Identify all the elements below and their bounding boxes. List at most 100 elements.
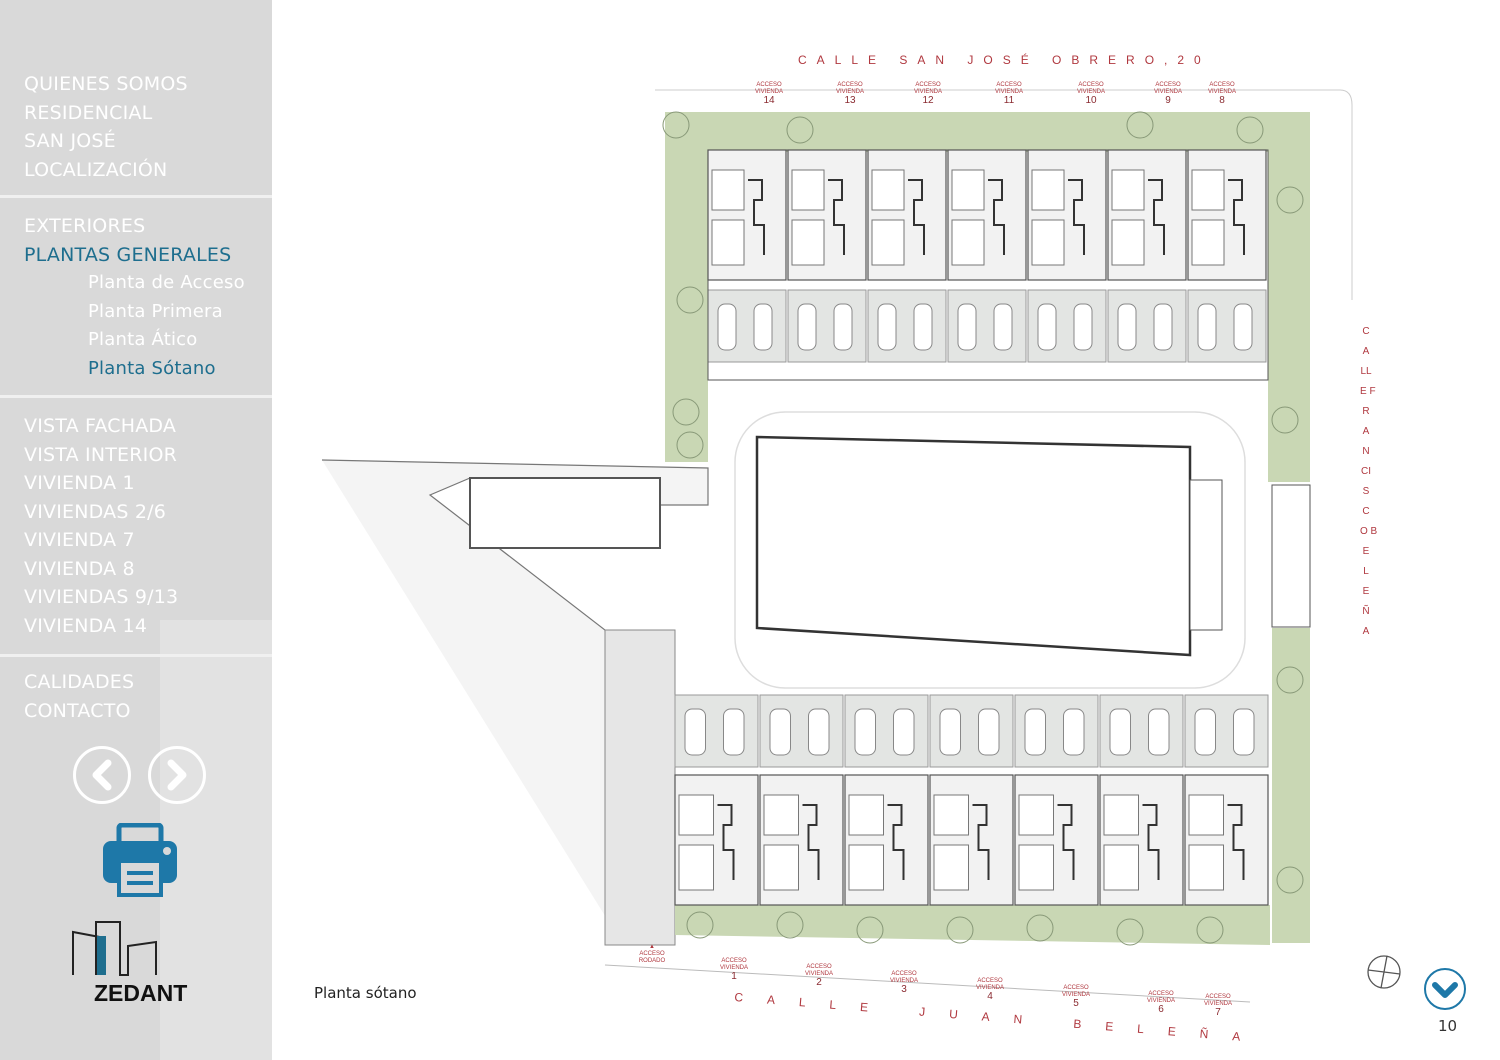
- street-top-label: CALLE SAN JOSÉ OBRERO,20: [798, 53, 1211, 67]
- top-unit-stair: [828, 179, 845, 255]
- page-number: 10: [1438, 1017, 1458, 1035]
- bottom-unit-stair: [717, 804, 735, 880]
- divider: [0, 395, 272, 398]
- bottom-unit-room: [678, 794, 714, 836]
- tree: [686, 911, 714, 939]
- garden-right-bottom: [1272, 628, 1310, 943]
- top-unit-room: [871, 219, 905, 266]
- menu-vivienda-7[interactable]: VIVIENDA 7: [24, 529, 135, 551]
- menu-viviendas-2-6[interactable]: VIVIENDAS 2/6: [24, 500, 166, 523]
- tree: [786, 116, 814, 144]
- zedant-logo: [72, 921, 157, 976]
- ramp-structure: [469, 477, 661, 549]
- menu-group-info: CALIDADES CONTACTO: [24, 668, 272, 725]
- tree: [1271, 406, 1299, 434]
- tree: [1116, 918, 1144, 946]
- bottom-unit-stair: [1227, 804, 1245, 880]
- chevron-left-icon: [92, 759, 112, 791]
- submenu-planta-acceso[interactable]: Planta de Acceso: [88, 272, 245, 293]
- menu-exteriores[interactable]: EXTERIORES: [24, 215, 146, 237]
- next-page-button[interactable]: [148, 746, 206, 804]
- garden-top: [665, 112, 1270, 152]
- top-unit-room: [1191, 219, 1225, 266]
- top-unit-car: [1037, 303, 1057, 351]
- bottom-unit-car: [808, 708, 830, 756]
- lot-boundary: [655, 89, 1353, 300]
- street-right-label: CALLE FRANCISCO BELEÑA: [1360, 326, 1378, 637]
- top-unit-stair: [748, 179, 765, 255]
- tree: [1236, 116, 1264, 144]
- menu-localizacion[interactable]: LOCALIZACIÓN: [24, 158, 168, 181]
- central-block: [755, 435, 1192, 657]
- bottom-unit-car: [893, 708, 915, 756]
- top-unit-car: [753, 303, 773, 351]
- submenu-planta-sotano[interactable]: Planta Sótano: [88, 357, 216, 379]
- menu-plantas-generales[interactable]: PLANTAS GENERALES: [24, 243, 232, 266]
- menu-calidades[interactable]: CALIDADES: [24, 671, 135, 693]
- bottom-unit-car: [769, 708, 791, 756]
- top-unit-room: [1111, 169, 1145, 211]
- ramp-lane: [604, 629, 676, 946]
- top-unit-car: [957, 303, 977, 351]
- bottom-unit-car: [854, 708, 876, 756]
- bottom-unit-car: [1194, 708, 1216, 756]
- scroll-down-button[interactable]: [1422, 966, 1468, 1012]
- submenu-planta-atico[interactable]: Planta Ático: [88, 329, 198, 350]
- plan-caption: Planta sótano: [314, 984, 417, 1002]
- bottom-unit-car: [1148, 708, 1170, 756]
- submenu-planta-primera[interactable]: Planta Primera: [88, 300, 223, 322]
- tree: [776, 911, 804, 939]
- bottom-unit-car: [978, 708, 1000, 756]
- top-unit-room: [791, 219, 825, 266]
- top-unit-stair: [1228, 179, 1245, 255]
- central-block-stairs: [1189, 479, 1223, 631]
- prev-page-button[interactable]: [73, 746, 131, 804]
- bottom-unit-room: [1018, 844, 1054, 891]
- tree: [856, 916, 884, 944]
- bottom-unit-room: [763, 794, 799, 836]
- access-rodado-label: ▲ACCESO RODADO: [638, 944, 666, 964]
- top-unit-car: [717, 303, 737, 351]
- top-unit-room: [951, 169, 985, 211]
- bottom-unit-room: [678, 844, 714, 891]
- menu-quienes-somos[interactable]: QUIENES SOMOS: [24, 73, 188, 95]
- tree: [672, 398, 700, 426]
- top-unit-car: [1197, 303, 1217, 351]
- logo-text: ZEDANT: [94, 980, 188, 1006]
- top-unit-room: [711, 169, 745, 211]
- top-unit-car: [797, 303, 817, 351]
- menu-residencial[interactable]: RESIDENCIAL: [24, 101, 153, 124]
- north-compass-icon: [1367, 955, 1401, 989]
- top-unit-room: [1031, 169, 1065, 211]
- bottom-unit-room: [1188, 844, 1224, 891]
- menu-vivienda-8[interactable]: VIVIENDA 8: [24, 557, 135, 580]
- menu-vivienda-14[interactable]: VIVIENDA 14: [24, 614, 148, 637]
- divider: [0, 195, 272, 198]
- bottom-unit-room: [933, 844, 969, 891]
- top-unit-room: [1111, 219, 1145, 266]
- top-unit-room: [791, 169, 825, 211]
- bottom-unit-room: [1103, 844, 1139, 891]
- tree: [1276, 866, 1304, 894]
- bottom-unit-room: [1188, 794, 1224, 836]
- menu-vivienda-1[interactable]: VIVIENDA 1: [24, 472, 135, 494]
- bottom-unit-stair: [1142, 804, 1160, 880]
- bottom-unit-room: [933, 794, 969, 836]
- menu-vista-interior[interactable]: VISTA INTERIOR: [24, 443, 178, 466]
- bottom-unit-car: [1109, 708, 1131, 756]
- menu-san-jose[interactable]: SAN JOSÉ: [24, 130, 116, 152]
- divider: [0, 654, 272, 657]
- menu-vista-fachada[interactable]: VISTA FACHADA: [24, 415, 177, 437]
- tree: [1276, 666, 1304, 694]
- top-unit-car: [833, 303, 853, 351]
- menu-viviendas-9-13[interactable]: VIVIENDAS 9/13: [24, 586, 179, 608]
- menu-contacto[interactable]: CONTACTO: [24, 699, 131, 722]
- print-button[interactable]: [103, 823, 177, 897]
